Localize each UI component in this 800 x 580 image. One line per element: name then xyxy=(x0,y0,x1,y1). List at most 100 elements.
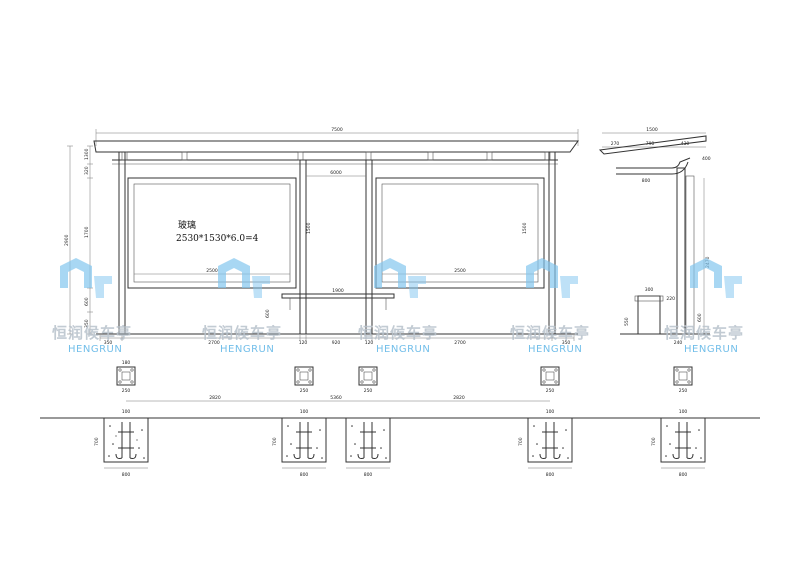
dim-bench: 1900 xyxy=(332,288,344,294)
column xyxy=(118,151,126,335)
dim-plate-width: 250 xyxy=(546,388,555,394)
column xyxy=(299,159,307,335)
dim-panel-right: 2500 xyxy=(454,268,466,274)
dim-left-2: 320 xyxy=(84,166,90,175)
dim-spacing-1: 2820 xyxy=(209,395,221,401)
dim-left-3: 1700 xyxy=(84,226,90,238)
hengrun-logo-watermark: 恒润候车亭 HENGRUN xyxy=(358,258,438,355)
watermark-brand-en: HENGRUN xyxy=(528,344,582,355)
dim-side-lower: 220 xyxy=(666,296,675,302)
column xyxy=(548,151,556,335)
glass-panel-left xyxy=(127,177,297,289)
base-plate xyxy=(116,366,136,386)
dim-side-roof-1: 270 xyxy=(611,141,620,147)
dim-found-width: 800 xyxy=(364,472,373,478)
base-plate xyxy=(294,366,314,386)
side-column xyxy=(676,167,686,335)
hengrun-logo-watermark: 恒润候车亭 HENGRUN xyxy=(664,258,744,355)
dim-side-roof-2: 790 xyxy=(646,141,655,147)
hengrun-logo-watermark: 恒润候车亭 HENGRUN xyxy=(52,258,132,355)
watermark-brand-en: HENGRUN xyxy=(376,344,430,355)
glass-note-spec: 2530*1530*6.0=4 xyxy=(176,234,259,244)
dim-found-top: 100 xyxy=(679,409,688,415)
column xyxy=(365,159,373,335)
dim-panel-left: 2500 xyxy=(206,268,218,274)
foundation-block xyxy=(103,417,149,463)
dim-side-lower-600: 600 xyxy=(697,313,703,322)
dim-center-bay: 6000 xyxy=(330,170,342,176)
watermarks: 恒润候车亭 HENGRUN 恒润候车亭 HENGRUN 恒润候车亭 HENGRU… xyxy=(52,258,744,355)
dim-found-depth: 700 xyxy=(272,437,278,446)
glass-note-title: 玻璃 xyxy=(178,219,196,231)
watermark-brand-en: HENGRUN xyxy=(220,344,274,355)
dim-bottom-3: 120 xyxy=(299,340,308,346)
base-plate xyxy=(673,366,693,386)
dim-found-width: 800 xyxy=(300,472,309,478)
side-arm xyxy=(616,157,691,169)
watermark-brand-cn: 恒润候车亭 xyxy=(202,324,282,342)
roof xyxy=(93,140,579,153)
dim-found-depth: 700 xyxy=(94,437,100,446)
side-bin xyxy=(637,295,661,335)
hengrun-logo-watermark: 恒润候车亭 HENGRUN xyxy=(510,258,590,355)
base-plates: 180 250 250 250 250 250 2820 5360 2820 xyxy=(116,360,693,402)
hengrun-logo-icon xyxy=(218,258,250,288)
dim-inner-height-right: 1500 xyxy=(522,222,528,234)
dim-bottom-2: 2700 xyxy=(208,340,220,346)
dim-plate-width: 250 xyxy=(679,388,688,394)
dim-mid-600: 600 xyxy=(265,309,271,318)
foundation-block xyxy=(527,417,573,463)
watermark-brand-cn: 恒润候车亭 xyxy=(358,324,438,342)
dim-side-arm: 800 xyxy=(642,178,651,184)
dim-side-roof-width: 1500 xyxy=(646,127,658,133)
dim-bottom-1: 350 xyxy=(104,340,113,346)
dim-bottom-5: 120 xyxy=(365,340,374,346)
hengrun-logo-icon xyxy=(526,258,558,288)
dim-plate-bolt: 180 xyxy=(122,360,131,366)
base-plate xyxy=(358,366,378,386)
front-view: 7500 xyxy=(64,127,579,346)
dim-plate-width: 250 xyxy=(122,388,131,394)
dim-side-bracket: 400 xyxy=(702,156,711,162)
watermark-brand-cn: 恒润候车亭 xyxy=(510,324,590,342)
dim-bin-top: 300 xyxy=(645,287,654,293)
dim-found-top: 100 xyxy=(546,409,555,415)
hengrun-logo-icon xyxy=(374,258,406,288)
hengrun-logo-icon xyxy=(690,258,722,288)
foundations: 100 100 100 100 700 700 700 700 800 800 … xyxy=(40,409,760,478)
bench xyxy=(281,293,395,299)
side-roof xyxy=(598,135,707,155)
watermark-brand-cn: 恒润候车亭 xyxy=(52,324,132,342)
watermark-brand-en: HENGRUN xyxy=(68,344,122,355)
dim-bottom-4: 920 xyxy=(332,340,341,346)
dim-plate-width: 250 xyxy=(300,388,309,394)
dim-left-1: 1300 xyxy=(84,148,90,160)
dim-found-width: 800 xyxy=(679,472,688,478)
dim-bottom-7: 350 xyxy=(562,340,571,346)
dim-found-top: 100 xyxy=(300,409,309,415)
side-view: 1500 270 790 430 800 400 2470 220 600 30… xyxy=(598,127,711,346)
dim-spacing-3: 2820 xyxy=(453,395,465,401)
dim-spacing-2: 5360 xyxy=(330,395,342,401)
base-plate xyxy=(540,366,560,386)
dim-overall-width: 7500 xyxy=(331,127,343,133)
dim-found-depth: 700 xyxy=(651,437,657,446)
dim-plate-width: 250 xyxy=(364,388,373,394)
watermark-brand-cn: 恒润候车亭 xyxy=(664,324,744,342)
dim-found-top: 100 xyxy=(122,409,131,415)
glass-panel-right xyxy=(375,177,545,289)
dim-total-height: 2900 xyxy=(64,234,70,246)
watermark-brand-en: HENGRUN xyxy=(684,344,738,355)
hengrun-logo-icon xyxy=(60,258,92,288)
dim-bin-height: 550 xyxy=(624,317,630,326)
foundation-block xyxy=(281,417,327,463)
dim-found-width: 800 xyxy=(122,472,131,478)
dim-found-width: 800 xyxy=(546,472,555,478)
foundation-block xyxy=(660,417,706,463)
dim-bottom-6: 2700 xyxy=(454,340,466,346)
dim-found-depth: 700 xyxy=(518,437,524,446)
foundation-block xyxy=(345,417,391,463)
hengrun-logo-watermark: 恒润候车亭 HENGRUN xyxy=(202,258,282,355)
dim-left-4: 600 xyxy=(84,297,90,306)
